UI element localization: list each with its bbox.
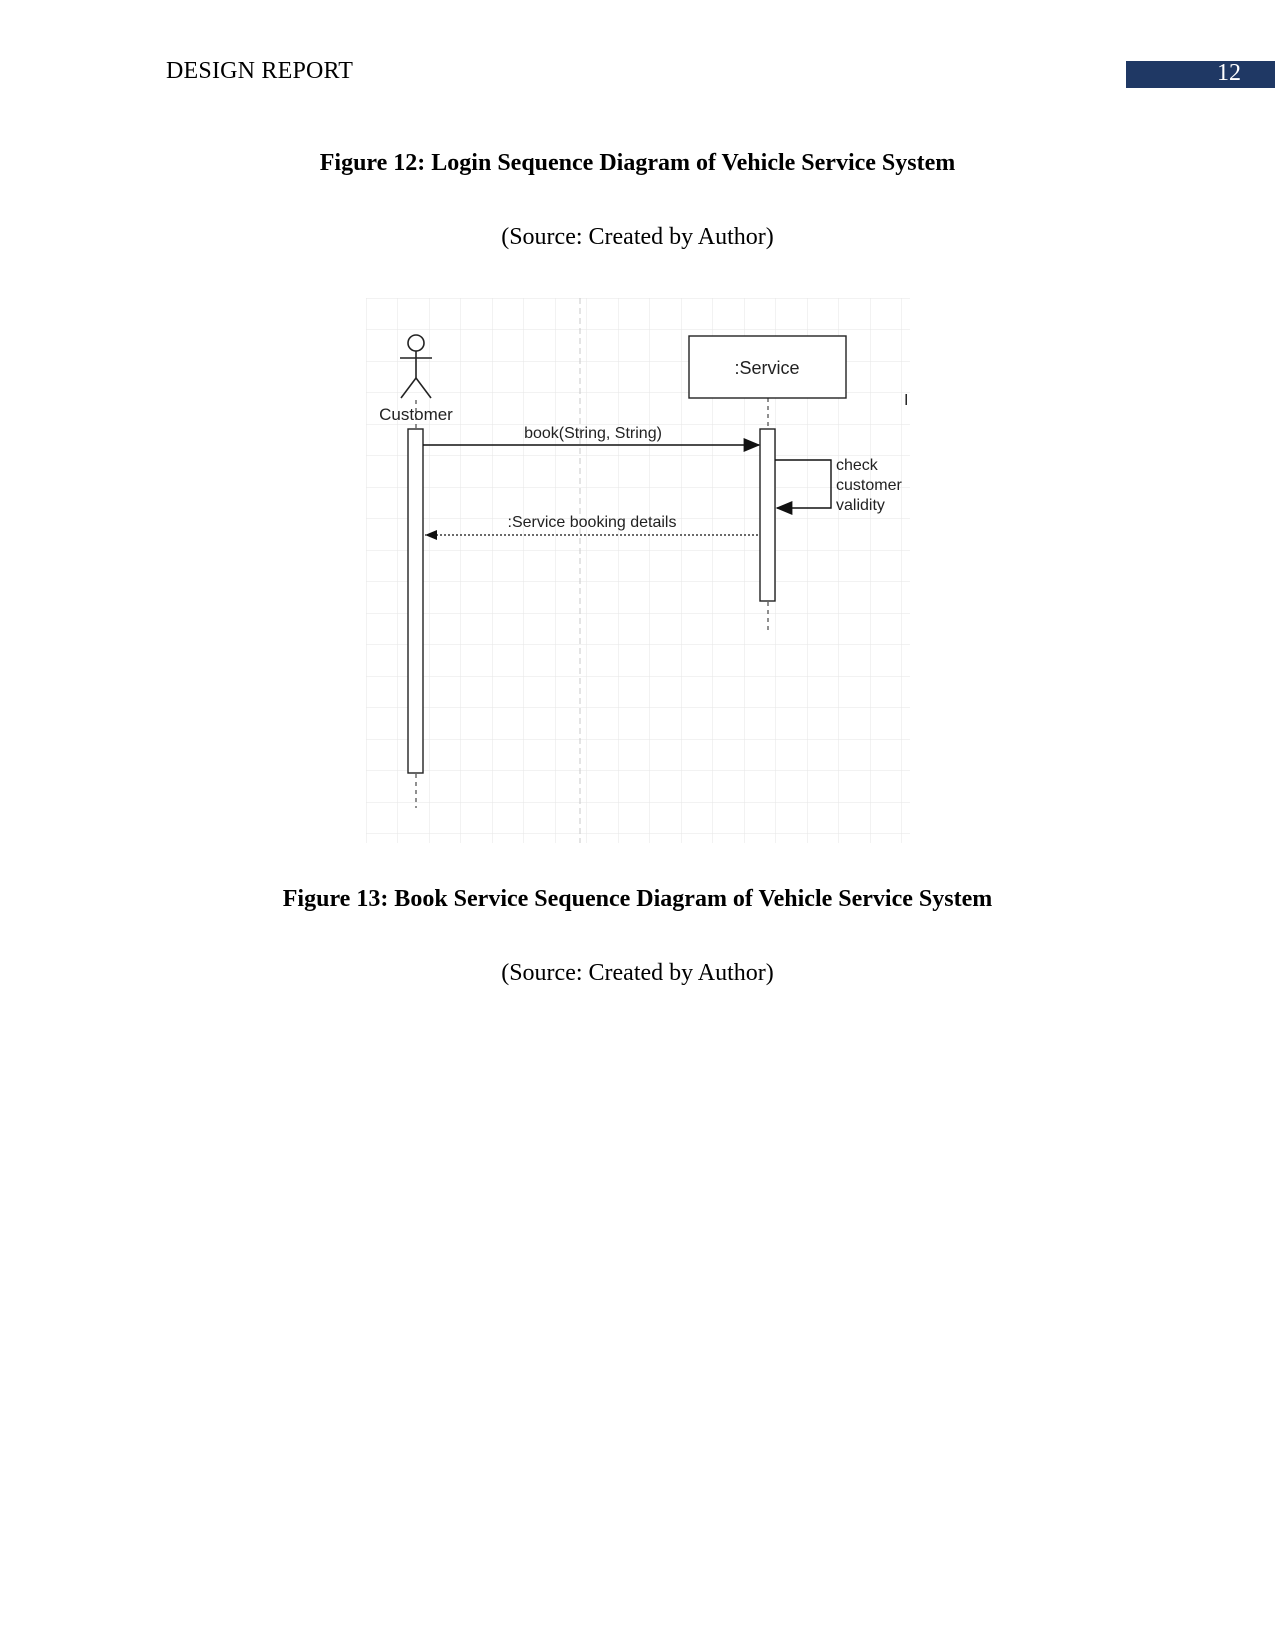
return-message-label: :Service booking details (508, 514, 677, 531)
clipped-edge-fragment: I (904, 392, 908, 409)
figure-12-caption: Figure 12: Login Sequence Diagram of Veh… (319, 150, 956, 176)
return-message-arrowhead (425, 530, 437, 540)
self-call-label-line-3: validity (836, 497, 885, 514)
self-call-label-line-1: check (836, 457, 879, 474)
self-call-arrow (775, 459, 832, 515)
figure-12-source: (Source: Created by Author) (501, 224, 774, 250)
book-message-label: book(String, String) (524, 425, 662, 442)
customer-actor-icon (400, 334, 432, 399)
page-number-bar: 12 (1126, 60, 1275, 88)
running-head-title: DESIGN REPORT (166, 58, 354, 84)
customer-activation-bar (407, 428, 424, 774)
customer-actor-label: Customer (379, 405, 453, 424)
service-object-label: :Service (734, 358, 799, 378)
self-call-label-line-2: customer (836, 477, 902, 494)
service-activation-bar (759, 428, 776, 602)
figure-13-source: (Source: Created by Author) (501, 960, 774, 986)
page-number: 12 (1217, 60, 1241, 86)
sequence-diagram-figure: Customer :Service book(String, String) c… (366, 298, 910, 843)
figure-13-caption: Figure 13: Book Service Sequence Diagram… (282, 886, 993, 912)
sequence-diagram: Customer :Service book(String, String) c… (366, 298, 910, 843)
